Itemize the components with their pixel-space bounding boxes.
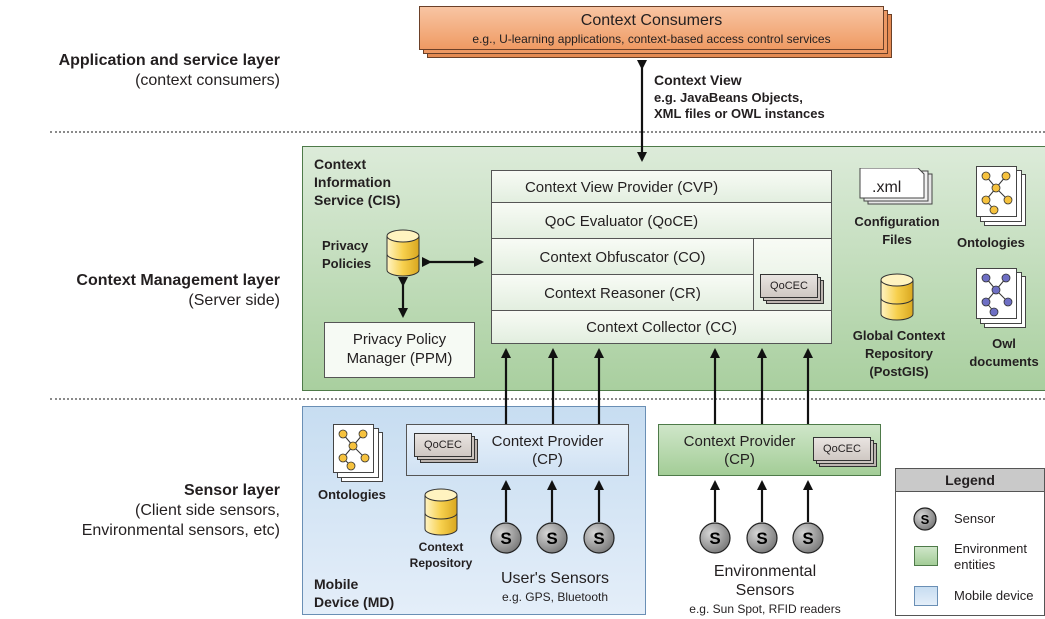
cc-box: Context Collector (CC) — [491, 310, 832, 344]
env-sensors-example: e.g. Sun Spot, RFID readers — [689, 602, 841, 616]
cis-label-2: Information — [314, 174, 391, 190]
ppm-box: Privacy Policy Manager (PPM) — [324, 322, 475, 378]
mobile-label-1: Mobile — [314, 576, 359, 592]
co-label: Context Obfuscator (CO) — [539, 248, 706, 266]
xml-file-icon — [859, 168, 933, 205]
gcr-label-3: (PostGIS) — [869, 364, 929, 379]
mobile-ontologies-icon — [333, 424, 374, 473]
global-repository-cylinder — [880, 273, 914, 321]
legend-box: Legend S Sensor Environment entities Mob… — [895, 468, 1045, 616]
consumers-box: Context Consumers e.g., U-learning appli… — [419, 6, 884, 50]
legend-sensor-icon: S — [913, 507, 937, 531]
cis-qocec: QoCEC — [760, 274, 818, 298]
mobile-ontologies-label: Ontologies — [318, 487, 386, 502]
consumers-subtitle: e.g., U-learning applications, context-b… — [472, 32, 831, 46]
cis-label-3: Service (CIS) — [314, 192, 401, 208]
context-repository-label-2: Repository — [409, 556, 473, 570]
application-layer-title: Application and service layer — [58, 52, 280, 69]
privacy-policies-label-2: Policies — [322, 256, 372, 271]
cis-label-1: Context — [314, 156, 367, 172]
config-files-label-1: Configuration — [854, 214, 940, 229]
user-sensor-3: S — [583, 522, 615, 554]
context-view-line-1: e.g. JavaBeans Objects, — [654, 90, 803, 105]
env-qocec: QoCEC — [813, 437, 871, 461]
legend-sensor-symbol: S — [921, 512, 930, 527]
consumers-title: Context Consumers — [580, 12, 723, 29]
privacy-policies-label-1: Privacy — [322, 238, 369, 253]
cc-label: Context Collector (CC) — [586, 318, 737, 336]
user-sensor-1: S — [490, 522, 522, 554]
env-sensors-title-2: Sensors — [735, 582, 795, 599]
user-sensor-3-label: S — [593, 529, 604, 548]
context-repository-label-1: Context — [418, 540, 464, 554]
env-sensor-1: S — [699, 522, 731, 554]
env-sensors-title-1: Environmental — [713, 563, 817, 580]
sensor-layer-subtitle-2: Environmental sensors, etc) — [81, 522, 280, 539]
owl-label-2: documents — [969, 354, 1039, 369]
gcr-label-2: Repository — [865, 346, 933, 361]
user-sensor-2: S — [536, 522, 568, 554]
qoce-box: QoC Evaluator (QoCE) — [491, 202, 832, 240]
sensor-layer-subtitle-1: (Client side sensors, — [135, 502, 280, 519]
cvp-box: Context View Provider (CVP) — [491, 170, 832, 204]
management-layer-subtitle: (Server side) — [188, 292, 280, 309]
sensor-layer-title: Sensor layer — [183, 482, 280, 499]
users-sensors-example: e.g. GPS, Bluetooth — [501, 590, 609, 604]
legend-mobile-label: Mobile device — [954, 588, 1034, 603]
owl-documents-icon — [976, 268, 1017, 319]
ppm-label-2: Manager (PPM) — [346, 350, 453, 367]
mobile-cp-label-2: (CP) — [532, 451, 563, 468]
env-sensor-3-label: S — [802, 529, 813, 548]
management-layer-title: Context Management layer — [76, 272, 280, 289]
legend-env-label-2: entities — [954, 557, 996, 572]
user-sensor-2-label: S — [546, 529, 557, 548]
separator-top — [50, 131, 1045, 133]
env-sensor-1-label: S — [709, 529, 720, 548]
legend-mobile-swatch — [914, 586, 938, 606]
qoce-label: QoC Evaluator (QoCE) — [544, 212, 699, 230]
cis-ontologies-label: Ontologies — [957, 235, 1025, 250]
env-sensor-2: S — [746, 522, 778, 554]
owl-label-1: Owl — [992, 336, 1016, 351]
context-repository-cylinder — [424, 488, 458, 536]
cr-box: Context Reasoner (CR) — [491, 274, 754, 312]
separator-bottom — [50, 398, 1045, 400]
config-files-label-2: Files — [882, 232, 912, 247]
ppm-label-1: Privacy Policy — [352, 331, 447, 348]
users-sensors-title: User's Sensors — [501, 570, 609, 587]
cr-label: Context Reasoner (CR) — [544, 284, 701, 302]
co-box: Context Obfuscator (CO) — [491, 238, 754, 276]
mobile-label-2: Device (MD) — [314, 594, 395, 610]
env-sensor-3: S — [792, 522, 824, 554]
mobile-qocec: QoCEC — [414, 433, 472, 457]
context-view-title: Context View — [654, 72, 742, 88]
xml-label: .xml — [872, 179, 902, 196]
application-layer-subtitle: (context consumers) — [135, 72, 280, 89]
context-view-line-2: XML files or OWL instances — [654, 106, 825, 121]
mobile-cp-label-1: Context Provider — [491, 433, 604, 450]
legend-sensor-label: Sensor — [954, 511, 996, 526]
legend-env-label-1: Environment — [954, 541, 1027, 556]
env-cp-label-2: (CP) — [724, 451, 755, 468]
privacy-policies-cylinder — [386, 229, 420, 277]
ontologies-icon — [976, 166, 1017, 217]
legend-env-swatch — [914, 546, 938, 566]
user-sensor-1-label: S — [500, 529, 511, 548]
env-sensor-2-label: S — [756, 529, 767, 548]
cvp-label: Context View Provider (CVP) — [524, 178, 719, 196]
env-cp-label-1: Context Provider — [683, 433, 796, 450]
legend-title: Legend — [896, 469, 1044, 492]
gcr-label-1: Global Context — [852, 328, 946, 343]
